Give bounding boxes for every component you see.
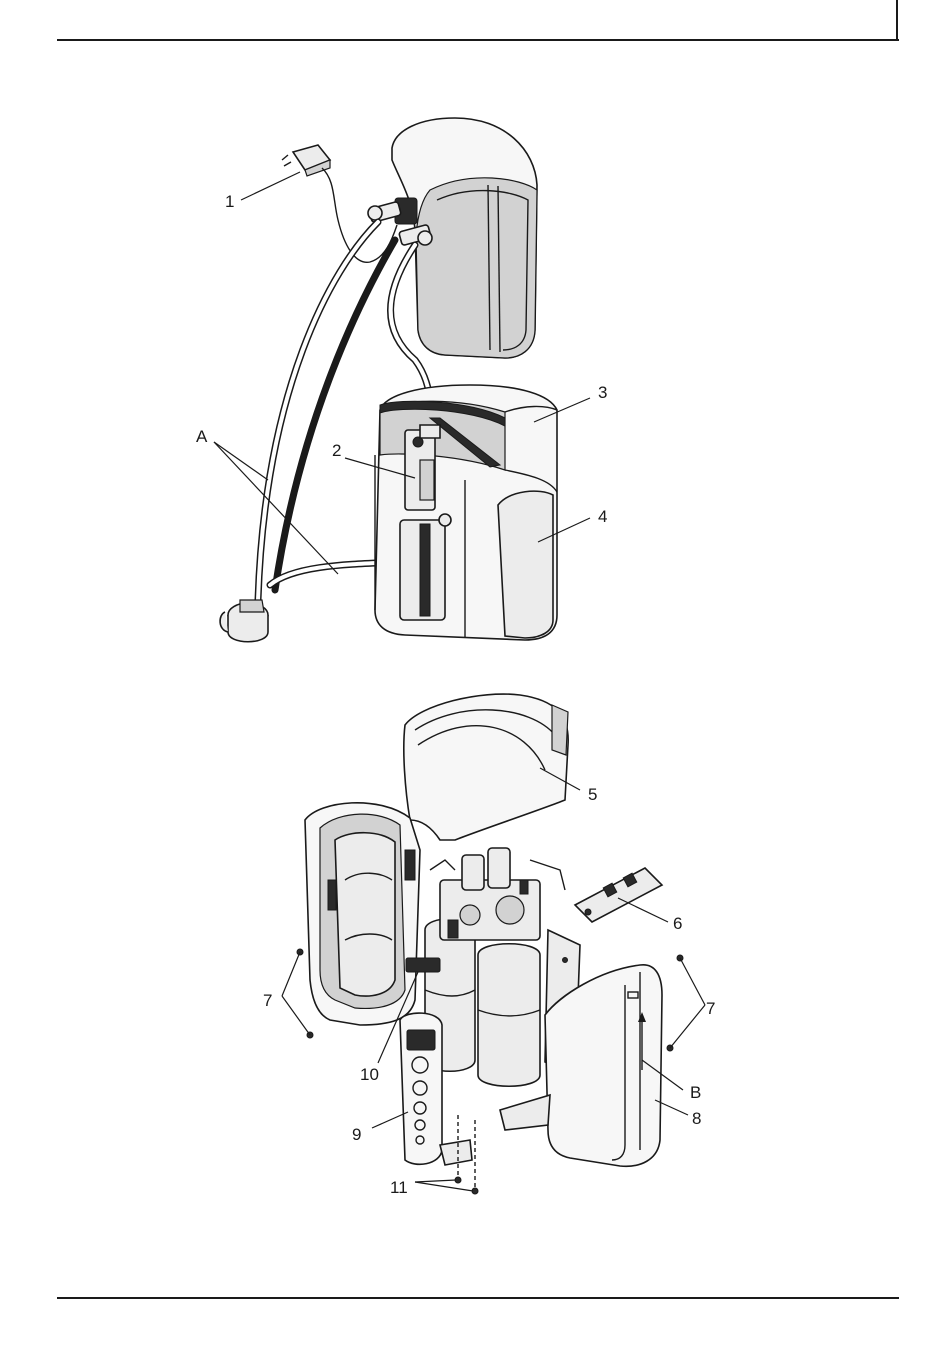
top-cover — [404, 694, 568, 840]
callout-11: 11 — [390, 1178, 408, 1197]
callout-2: 2 — [332, 441, 341, 460]
drain-fitting — [220, 600, 268, 642]
power-adapter — [282, 145, 397, 262]
callout-3: 3 — [598, 383, 607, 402]
filter-tanks — [425, 848, 565, 1086]
lower-assembly — [297, 694, 683, 1194]
callout-8: 8 — [692, 1109, 701, 1128]
callout-b: B — [690, 1083, 701, 1102]
connector-block — [406, 958, 440, 972]
base-unit — [375, 385, 557, 640]
callout-1: 1 — [225, 192, 234, 211]
callout-4: 4 — [598, 507, 607, 526]
callout-9: 9 — [352, 1125, 361, 1144]
callout-a: A — [196, 427, 208, 446]
callout-10: 10 — [360, 1065, 379, 1084]
callout-7-left: 7 — [263, 991, 272, 1010]
front-panel — [400, 1013, 442, 1164]
callout-6: 6 — [673, 914, 682, 933]
left-shell — [305, 803, 420, 1025]
bottom-plate — [440, 1095, 550, 1194]
callout-7-right: 7 — [706, 999, 715, 1018]
control-board — [575, 868, 662, 922]
callout-5: 5 — [588, 785, 597, 804]
upper-assembly — [220, 118, 557, 642]
